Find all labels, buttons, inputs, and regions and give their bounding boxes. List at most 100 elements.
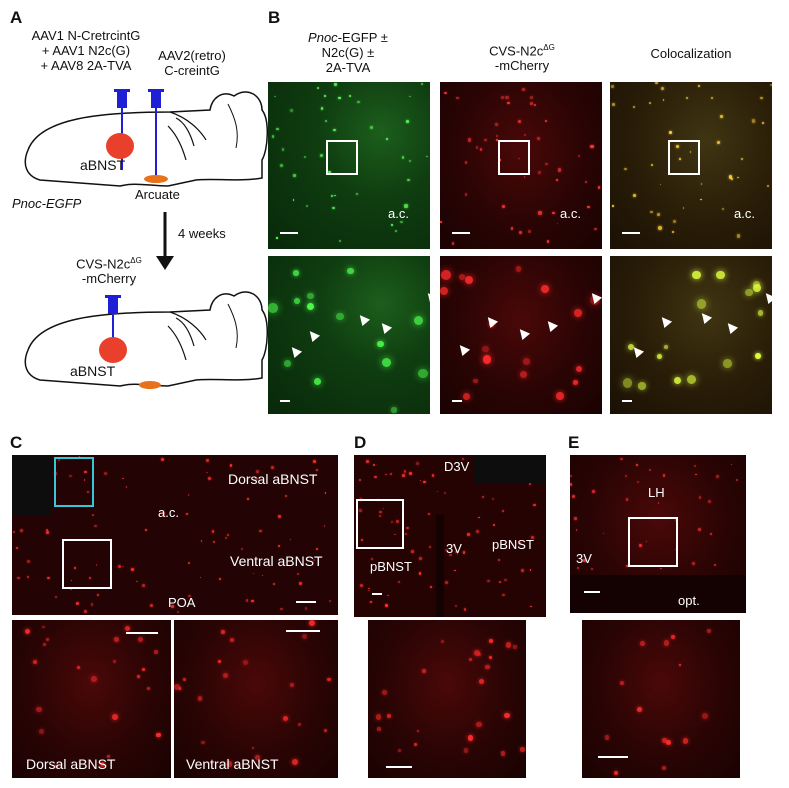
micrograph-coloc-high [610, 256, 772, 414]
fluorescent-cell [95, 564, 98, 566]
fluorescent-cell [558, 168, 562, 172]
fluorescent-cell [633, 106, 635, 108]
fluorescent-cell [24, 628, 30, 634]
fluorescent-cell [464, 161, 468, 164]
column-3-header: Colocalization [650, 46, 732, 61]
fluorescent-cell [42, 625, 45, 629]
fluorescent-cell [277, 545, 280, 548]
fluorescent-cell [327, 677, 332, 682]
fluorescent-cell [571, 494, 575, 498]
fluorescent-cell [211, 530, 215, 534]
fluorescent-cell [142, 584, 146, 588]
fluorescent-cell [291, 759, 298, 766]
fluorescent-cell [245, 599, 249, 602]
fluorescent-cell [84, 470, 87, 474]
fluorescent-cell [390, 473, 393, 476]
fluorescent-cell [125, 625, 131, 631]
fluorescent-cell [32, 659, 38, 665]
fluorescent-cell [463, 748, 469, 754]
fluorescent-cell [84, 479, 86, 481]
label-ac: a.c. [158, 505, 179, 520]
micrograph-e-overview: LH 3V opt. [570, 455, 746, 613]
fluorescent-cell [622, 378, 633, 389]
fluorescent-cell [625, 498, 629, 502]
fluorescent-cell [663, 640, 669, 646]
fluorescent-cell [589, 295, 600, 306]
fluorescent-cell [646, 540, 648, 542]
fluorescent-cell [77, 665, 81, 670]
micrograph-egfp-high [268, 256, 430, 414]
fluorescent-cell [502, 205, 506, 209]
fluorescent-cell [268, 302, 278, 313]
fluorescent-cell [570, 483, 573, 486]
fluorescent-cell [533, 503, 536, 507]
scale-bar [296, 601, 316, 603]
fluorescent-cell [70, 579, 73, 582]
fluorescent-cell [518, 542, 522, 546]
micrograph-c-dorsal-zoom: Dorsal aBNST [12, 620, 171, 778]
fluorescent-cell [278, 515, 281, 518]
fluorescent-cell [385, 603, 388, 607]
fluorescent-cell [200, 540, 203, 542]
arrowhead-marker [723, 319, 739, 335]
fluorescent-cell [188, 594, 192, 598]
fluorescent-cell [737, 176, 740, 179]
fluorescent-cell [251, 746, 255, 750]
fluorescent-cell [736, 478, 739, 482]
fluorescent-cell [256, 470, 260, 473]
fluorescent-cell [574, 309, 583, 318]
fluorescent-cell [454, 550, 457, 553]
fluorescent-cell [545, 120, 548, 123]
fluorescent-cell [401, 156, 405, 159]
fluorescent-cell [440, 270, 451, 281]
fluorescent-cell [19, 528, 23, 532]
fluorescent-cell [698, 528, 701, 531]
panel-a-label: A [10, 8, 23, 27]
fluorescent-cell [547, 240, 550, 243]
fluorescent-cell [276, 127, 279, 131]
fluorescent-cell [625, 564, 629, 568]
fluorescent-cell [125, 486, 128, 488]
fluorescent-cell [713, 563, 716, 566]
micrograph-d-zoom [368, 620, 526, 778]
fluorescent-cell [217, 660, 221, 664]
fluorescent-cell [576, 365, 583, 373]
fluorescent-cell [312, 559, 315, 562]
fluorescent-cell [174, 683, 181, 690]
fluorescent-cell [306, 303, 314, 310]
fluorescent-cell [666, 739, 671, 745]
panel-c-label: C [10, 433, 23, 452]
fluorescent-cell [521, 569, 525, 572]
fluorescent-cell [294, 297, 300, 304]
fluorescent-cell [505, 642, 512, 648]
fluorescent-cell [142, 667, 145, 671]
fluorescent-cell [113, 660, 117, 664]
fluorescent-cell [149, 604, 153, 608]
column-2-header: CVS-N2cΔG -mCherry [489, 43, 555, 74]
highlight-box-dorsal [54, 457, 94, 507]
fluorescent-cell [201, 740, 205, 744]
fluorescent-cell [674, 519, 677, 522]
fluorescent-cell [716, 140, 720, 144]
region-abnst-label: aBNST [80, 157, 126, 173]
inset-box-ventral [62, 539, 112, 589]
fluorescent-cell [538, 211, 542, 215]
fluorescent-cell [740, 157, 743, 160]
scale-bar [280, 400, 290, 402]
fluorescent-cell [632, 193, 636, 197]
label-opt: opt. [678, 593, 700, 608]
fluorescent-cell [530, 95, 534, 100]
fluorescent-cell [358, 479, 361, 482]
fluorescent-cell [70, 588, 73, 591]
micrograph-mcherry-high [440, 256, 602, 414]
fluorescent-cell [419, 557, 422, 560]
fluorescent-cell [376, 727, 381, 731]
fluorescent-cell [639, 544, 642, 547]
column-1-header: Pnoc-EGFP ± N2c(G) ± 2A-TVA [308, 30, 388, 75]
fluorescent-cell [659, 183, 662, 186]
fluorescent-cell [398, 580, 401, 583]
arrowhead-marker [423, 289, 430, 305]
fluorescent-cell [273, 95, 276, 98]
arrowhead-marker [483, 313, 499, 329]
fluorescent-cell [619, 680, 624, 685]
